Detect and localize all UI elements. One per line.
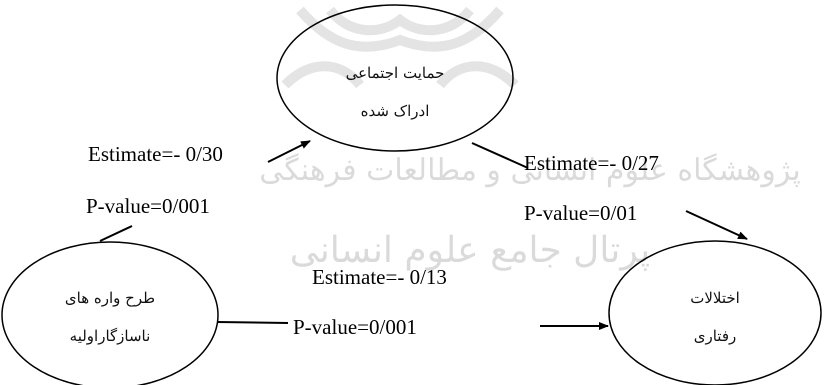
node-perceived-support-ellipse [276, 4, 514, 152]
node-schemas: طرح واره های ناسازگاراولیه [1, 241, 219, 385]
edge-support-to-disorders-tail [471, 142, 529, 169]
watermark-emblem [281, 6, 519, 89]
node-perceived-support-line-2: ادراک شده [361, 102, 430, 120]
path-support-to-disorders: Estimate=- 0/27 P-value=0/01 [471, 142, 748, 240]
node-disorders-ellipse [608, 240, 822, 385]
estimate-support-to-disorders: Estimate=- 0/27 [524, 151, 659, 175]
node-disorders-line-1: اختلالات [690, 289, 740, 307]
path-schemas-to-disorders: Estimate=- 0/13 P-value=0/001 [216, 265, 609, 339]
pvalue-support-to-disorders: P-value=0/01 [524, 201, 637, 225]
estimate-schemas-to-disorders: Estimate=- 0/13 [312, 265, 447, 289]
node-perceived-support: حمایت اجتماعی ادراک شده [276, 4, 514, 152]
node-perceived-support-line-1: حمایت اجتماعی [346, 64, 445, 82]
watermark-line-1: پژوهشگاه علوم انسانی و مطالعات فرهنگی [259, 153, 801, 188]
watermark: پژوهشگاه علوم انسانی و مطالعات فرهنگی پر… [259, 6, 801, 271]
path-schemas-to-support: Estimate=- 0/30 P-value=0/001 [86, 140, 311, 242]
estimate-schemas-to-support: Estimate=- 0/30 [88, 142, 223, 166]
node-disorders: اختلالات رفتاری [608, 240, 822, 385]
pvalue-schemas-to-disorders: P-value=0/001 [293, 315, 417, 339]
node-disorders-line-2: رفتاری [694, 327, 737, 345]
watermark-line-2: پرتال جامع علوم انسانی [290, 230, 650, 271]
pvalue-schemas-to-support: P-value=0/001 [86, 194, 210, 218]
edge-schemas-to-disorders-tail [216, 321, 289, 324]
node-schemas-ellipse [1, 241, 219, 385]
edge-schemas-to-support-head [267, 140, 311, 163]
node-schemas-line-2: ناسازگاراولیه [70, 327, 151, 345]
node-schemas-line-1: طرح واره های [65, 289, 155, 307]
edge-support-to-disorders-head [685, 210, 748, 240]
edge-schemas-to-support-tail [99, 225, 133, 242]
